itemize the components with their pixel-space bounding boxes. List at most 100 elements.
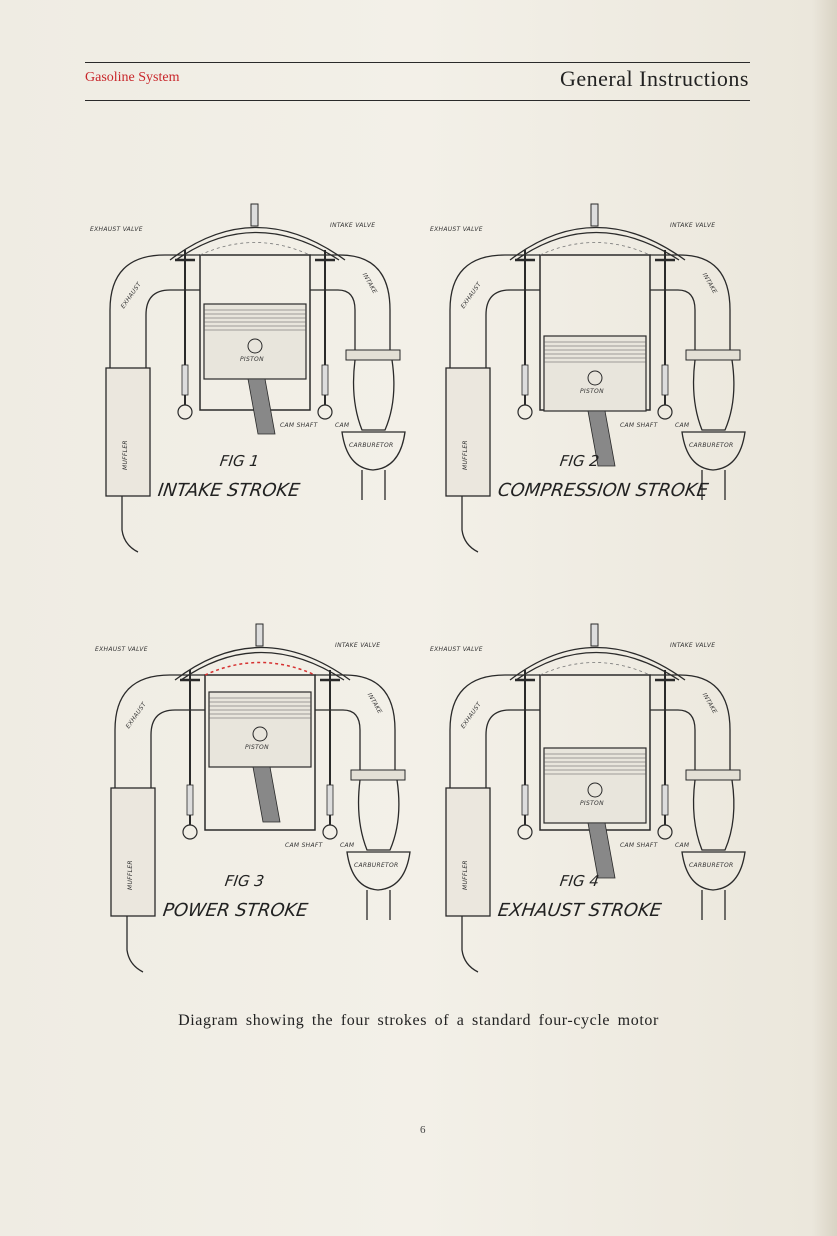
- cylinder-dome: [509, 646, 686, 681]
- spark-plug: [250, 203, 259, 227]
- wrist-pin: [252, 726, 268, 742]
- page-number: 6: [420, 1124, 426, 1136]
- intake-valve-spring: [661, 784, 669, 816]
- combustion-gases: [539, 662, 651, 676]
- exhaust-cam: [517, 404, 533, 420]
- muffler-label: MUFFLER: [462, 440, 469, 470]
- carburetor-bowl: [681, 851, 746, 891]
- intake-pipe-outer: [315, 674, 396, 775]
- header-bottom-rule: [85, 100, 750, 101]
- cam-label: CAM: [340, 842, 355, 849]
- cylinder-dome: [174, 646, 351, 681]
- carburetor-throat: [357, 779, 400, 851]
- intake-valve-spring: [661, 364, 669, 396]
- stroke-title: POWER STROKE: [161, 900, 310, 921]
- cam-label: CAM: [675, 842, 690, 849]
- intake-valve-spring: [326, 784, 334, 816]
- air-inlet: [366, 890, 391, 920]
- exhaust-valve-label: EXHAUST VALVE: [90, 226, 143, 233]
- tail-pipe: [461, 916, 479, 973]
- piston: [208, 691, 312, 768]
- cam-label: CAM: [335, 422, 350, 429]
- carburetor-label: CARBURETOR: [689, 862, 734, 869]
- muffler-body: [445, 787, 491, 917]
- cam-shaft-label: CAM SHAFT: [620, 842, 658, 849]
- intake-valve-spring: [321, 364, 329, 396]
- cylinder-dome-inner: [515, 651, 680, 681]
- stroke-title: INTAKE STROKE: [156, 480, 302, 501]
- carburetor-label: CARBURETOR: [689, 442, 734, 449]
- muffler-body: [105, 367, 151, 497]
- piston: [543, 747, 647, 824]
- piston: [203, 303, 307, 380]
- exhaust-pipe-inner: [145, 289, 200, 370]
- cylinder-dome-inner: [180, 651, 345, 681]
- wrist-pin: [247, 338, 263, 354]
- intake-valve-label: INTAKE VALVE: [670, 642, 716, 649]
- carburetor-flange: [685, 769, 741, 781]
- cam-shaft-label: CAM SHAFT: [620, 422, 658, 429]
- intake-cam: [322, 824, 338, 840]
- cylinder-dome: [509, 226, 686, 261]
- combustion-gases: [539, 242, 651, 256]
- page-title: General Instructions: [560, 66, 749, 91]
- air-inlet: [361, 470, 386, 500]
- intake-pipe-inner: [650, 289, 696, 355]
- carburetor-label: CARBURETOR: [354, 862, 399, 869]
- exhaust-pipe-outer: [449, 674, 540, 790]
- header-top-rule: [85, 62, 750, 63]
- cylinder-dome-inner: [175, 231, 340, 261]
- muffler-label: MUFFLER: [127, 860, 134, 890]
- air-inlet: [701, 890, 726, 920]
- connecting-rod: [587, 822, 616, 879]
- figure-number: FIG 2: [558, 452, 601, 470]
- muffler-label: MUFFLER: [462, 860, 469, 890]
- exhaust-valve-label: EXHAUST VALVE: [430, 646, 483, 653]
- figure-number: FIG 4: [558, 872, 601, 890]
- exhaust-pipe-outer: [449, 254, 540, 370]
- intake-pipe-outer: [650, 254, 731, 355]
- intake-cam: [657, 404, 673, 420]
- figure-number: FIG 3: [223, 872, 266, 890]
- carburetor-bowl: [341, 431, 406, 471]
- carburetor-bowl: [681, 431, 746, 471]
- carburetor-flange: [685, 349, 741, 361]
- piston-label: PISTON: [580, 388, 604, 395]
- engine-drawing: [105, 203, 406, 553]
- intake-valve-label: INTAKE VALVE: [330, 222, 376, 229]
- carburetor-flange: [345, 349, 401, 361]
- cam-label: CAM: [675, 422, 690, 429]
- engine-drawing: [110, 623, 411, 973]
- engine-drawing: [445, 623, 746, 973]
- carburetor-label: CARBURETOR: [349, 442, 394, 449]
- cam-shaft-label: CAM SHAFT: [285, 842, 323, 849]
- figure-number: FIG 1: [218, 452, 261, 470]
- exhaust-valve-label: EXHAUST VALVE: [430, 226, 483, 233]
- exhaust-valve-spring: [181, 364, 189, 396]
- intake-pipe-inner: [315, 709, 361, 775]
- exhaust-valve-spring: [521, 784, 529, 816]
- intake-pipe-outer: [650, 674, 731, 775]
- cylinder: [204, 674, 316, 831]
- carburetor-throat: [692, 359, 735, 431]
- spark-plug: [590, 203, 599, 227]
- section-title: Gasoline System: [85, 70, 180, 85]
- exhaust-valve-label: EXHAUST VALVE: [95, 646, 148, 653]
- piston-label: PISTON: [240, 356, 264, 363]
- wrist-pin: [587, 782, 603, 798]
- connecting-rod: [587, 410, 616, 467]
- wrist-pin: [587, 370, 603, 386]
- muffler-body: [110, 787, 156, 917]
- carburetor-throat: [692, 779, 735, 851]
- exhaust-cam: [177, 404, 193, 420]
- intake-valve-label: INTAKE VALVE: [670, 222, 716, 229]
- intake-cam: [657, 824, 673, 840]
- combustion-gases: [204, 661, 316, 676]
- cylinder-dome-inner: [515, 231, 680, 261]
- figure-caption: Diagram showing the four strokes of a st…: [178, 1012, 659, 1029]
- exhaust-cam: [182, 824, 198, 840]
- exhaust-valve-spring: [186, 784, 194, 816]
